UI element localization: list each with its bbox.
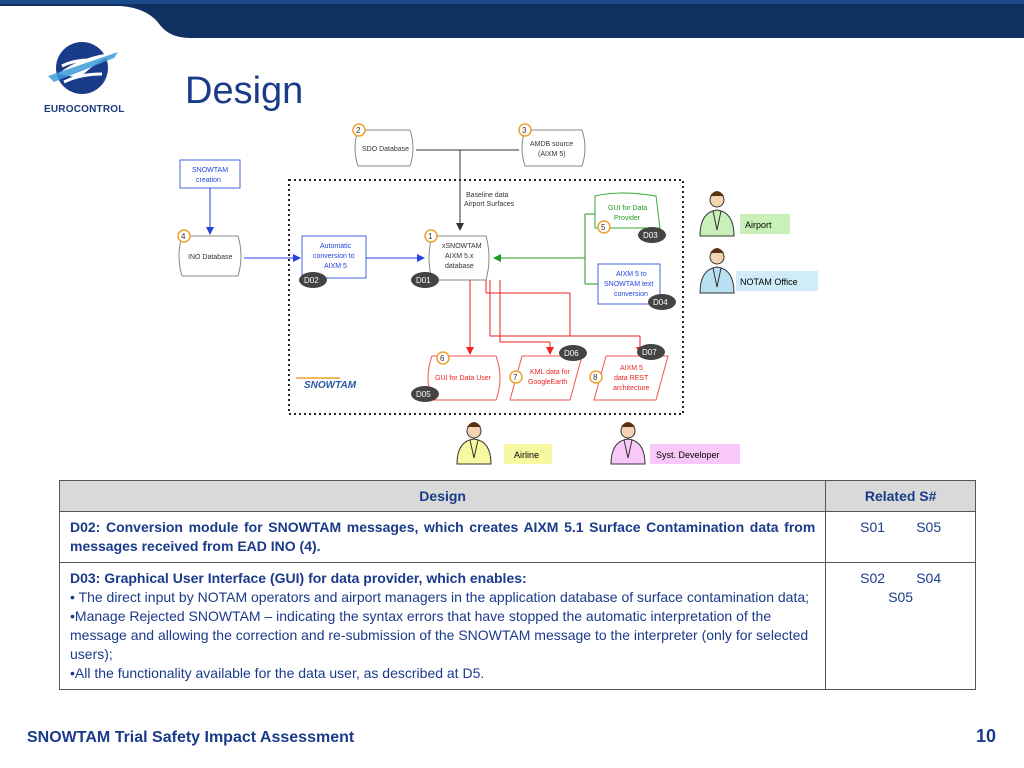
- architecture-diagram: SDO Database AMDB source (AIXM 5) Baseli…: [177, 123, 818, 465]
- page-number: 10: [975, 726, 996, 746]
- xsnowtam-2: AIXM 5.x: [445, 253, 474, 260]
- table-row: D03: Graphical User Interface (GUI) for …: [58, 562, 976, 690]
- design-text: D02: Conversion module for SNOWTAM messa…: [70, 519, 816, 554]
- actor-notam-office: NOTAM Office: [699, 248, 818, 294]
- sdo-database-node: SDO Database: [354, 129, 414, 167]
- snowtam-logo-text: SNOWTAM: [304, 380, 357, 391]
- eurocontrol-logo: [48, 42, 118, 94]
- related-cell: S01 S05: [825, 511, 976, 563]
- related-line-2: S05: [888, 589, 914, 605]
- step-circles: 2 3 4 1 5 6 7 8: [177, 123, 611, 384]
- table-row: D02: Conversion module for SNOWTAM messa…: [58, 511, 976, 563]
- gui-user-node: GUI for Data User: [427, 355, 501, 401]
- step-3: 3: [522, 126, 527, 135]
- auto-conv-2: conversion to: [313, 253, 355, 260]
- airline-label: Airline: [514, 450, 539, 460]
- kml-node: KML data for GoogleEarth: [509, 355, 583, 401]
- gui-provider-1: GUI for Data: [608, 205, 647, 212]
- rest-3: architecture: [613, 385, 650, 392]
- automatic-conversion-node: Automatic conversion to AIXM 5: [301, 235, 367, 279]
- person-icon: [456, 422, 492, 465]
- d-labels: D02 D01 D03 D04 D05 D06 D07: [299, 227, 676, 402]
- step-6: 6: [440, 354, 445, 363]
- d01-label: D01: [416, 276, 431, 285]
- baseline-label-1: Baseline data: [466, 192, 509, 199]
- related-line-1: S01 S05: [860, 519, 942, 535]
- person-icon: [610, 422, 646, 465]
- gui-provider-2: Provider: [614, 215, 641, 222]
- design-table: Design Related S# D02: Conversion module…: [58, 480, 976, 690]
- header-band: [0, 0, 1024, 38]
- auto-conv-3: AIXM 5: [324, 263, 347, 270]
- kml-2: GoogleEarth: [528, 379, 567, 386]
- amdb-label-1: AMDB source: [530, 141, 573, 148]
- actor-syst-developer: Syst. Developer: [610, 422, 740, 465]
- xsnowtam-3: database: [445, 263, 474, 270]
- d03-label: D03: [643, 231, 658, 240]
- d02-label: D02: [304, 276, 319, 285]
- step-4: 4: [181, 232, 186, 241]
- bullet-3: •All the functionality available for the…: [70, 665, 485, 681]
- footer-text: SNOWTAM Trial Safety Impact Assessment: [27, 729, 355, 746]
- rest-node: AIXM 5 data REST architecture: [593, 355, 669, 401]
- amdb-label-2: (AIXM 5): [538, 151, 566, 158]
- person-icon: [699, 191, 735, 237]
- design-cell: D02: Conversion module for SNOWTAM messa…: [58, 511, 827, 563]
- airport-label: Airport: [745, 220, 772, 230]
- amdb-source-node: AMDB source (AIXM 5): [521, 129, 586, 167]
- rest-2: data REST: [614, 375, 649, 382]
- kml-1: KML data for: [530, 369, 570, 376]
- d05-label: D05: [416, 390, 431, 399]
- notam-office-label: NOTAM Office: [740, 277, 798, 287]
- snowtam-trial-logo: SNOWTAM: [296, 376, 358, 392]
- bullet-2: •Manage Rejected SNOWTAM – indicating th…: [70, 608, 809, 662]
- ino-database-node: INO Database: [178, 235, 242, 277]
- aixm-snowtam-2: SNOWTAM text: [604, 281, 653, 288]
- table-header-row: Design Related S#: [58, 480, 976, 512]
- xsnowtam-database-node: xSNOWTAM AIXM 5.x database: [428, 235, 490, 281]
- aixm-snowtam-3: conversion: [614, 291, 648, 298]
- actor-airport: Airport: [699, 191, 790, 237]
- related-header: Related S#: [825, 480, 976, 512]
- snowtam-creation-1: SNOWTAM: [192, 167, 228, 174]
- design-cell: D03: Graphical User Interface (GUI) for …: [58, 562, 827, 690]
- logo-text: EUROCONTROL: [44, 104, 125, 115]
- snowtam-creation-2: creation: [196, 177, 221, 184]
- step-7: 7: [513, 373, 518, 382]
- bullet-1: • The direct input by NOTAM operators an…: [70, 589, 810, 605]
- syst-developer-label: Syst. Developer: [656, 450, 720, 460]
- page-title: Design: [185, 70, 304, 112]
- d06-label: D06: [564, 349, 579, 358]
- step-8: 8: [593, 373, 598, 382]
- related-line-1: S02 S04: [860, 570, 942, 586]
- aixm-snowtam-1: AIXM 5 to: [616, 271, 647, 278]
- ino-label: INO Database: [188, 254, 232, 261]
- d07-label: D07: [642, 348, 657, 357]
- design-header: Design: [58, 480, 827, 512]
- auto-conv-1: Automatic: [320, 243, 352, 250]
- rest-1: AIXM 5: [620, 365, 643, 372]
- gui-user-label: GUI for Data User: [435, 375, 492, 382]
- d04-label: D04: [653, 298, 668, 307]
- aixm-to-snowtam-node: AIXM 5 to SNOWTAM text conversion: [597, 263, 661, 305]
- design-title: D03: Graphical User Interface (GUI) for …: [70, 570, 527, 586]
- step-5: 5: [601, 223, 606, 232]
- trial-boundary: [288, 179, 684, 415]
- step-2: 2: [356, 126, 361, 135]
- actor-airline: Airline: [456, 422, 552, 465]
- snowtam-creation-node: SNOWTAM creation: [179, 159, 241, 189]
- person-icon: [699, 248, 735, 294]
- baseline-label-2: Airport Surfaces: [464, 201, 515, 208]
- step-1: 1: [428, 232, 433, 241]
- xsnowtam-1: xSNOWTAM: [442, 243, 482, 250]
- sdo-label: SDO Database: [362, 146, 409, 153]
- related-cell: S02 S04 S05: [825, 562, 976, 690]
- gui-provider-node: GUI for Data Provider: [594, 192, 661, 229]
